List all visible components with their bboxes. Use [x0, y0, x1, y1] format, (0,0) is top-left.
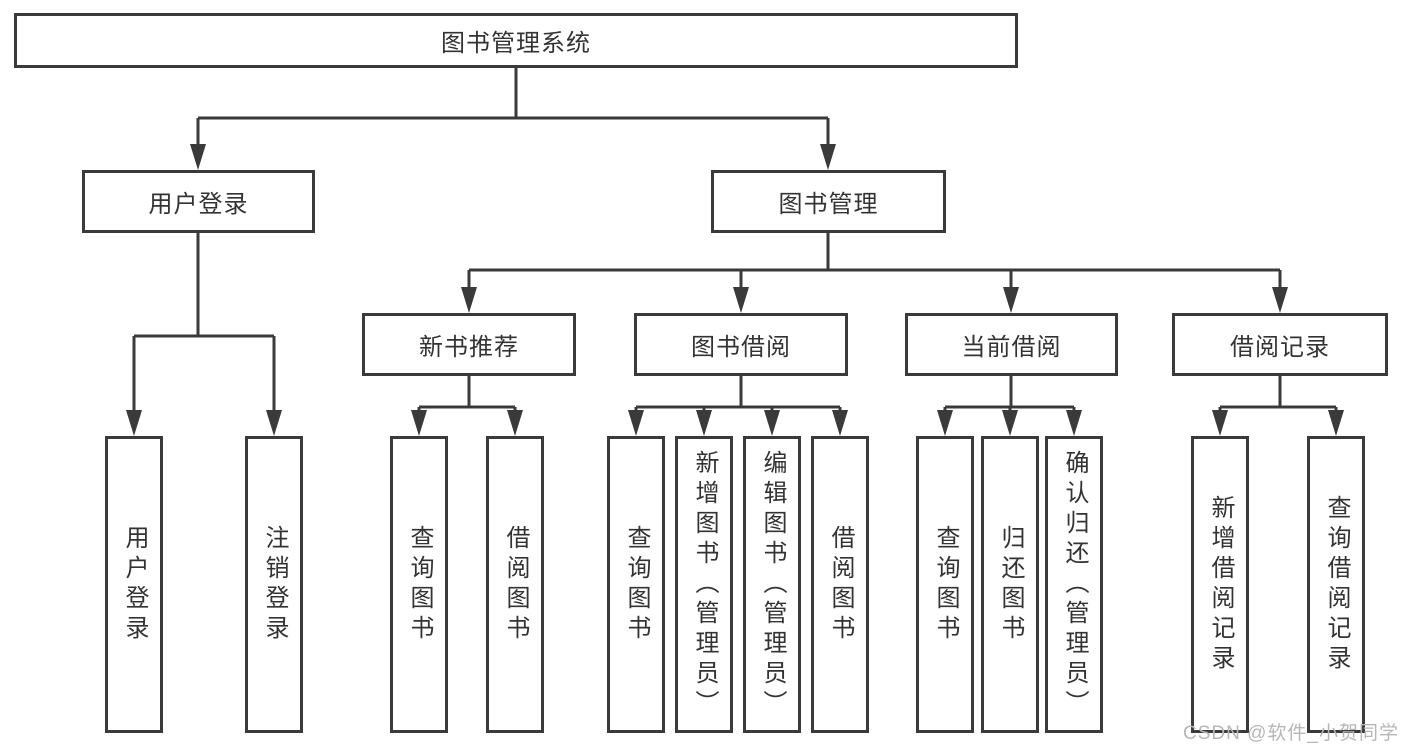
node-root: 图书管理系统 — [14, 13, 1018, 68]
leaf-user-login: 用户登录 — [105, 436, 163, 733]
leaf-confirm-return-admin: 确认归还（管理员） — [1045, 436, 1103, 733]
leaf-add-books-admin: 新增图书（管理员） — [675, 436, 733, 733]
leaf-query-books-recommend: 查询图书 — [390, 436, 448, 733]
leaf-borrow-books-borrow: 借阅图书 — [811, 436, 869, 733]
node-borrowing-records: 借阅记录 — [1172, 313, 1388, 376]
leaf-logout-login: 注销登录 — [245, 436, 303, 733]
leaf-edit-books-admin: 编辑图书（管理员） — [743, 436, 801, 733]
node-new-book-recommendation: 新书推荐 — [362, 313, 576, 376]
node-book-management: 图书管理 — [711, 170, 946, 233]
watermark: CSDN @软件_小贺同学 — [1183, 723, 1399, 744]
node-book-borrowing: 图书借阅 — [634, 313, 848, 376]
leaf-add-borrow-record: 新增借阅记录 — [1191, 436, 1249, 733]
node-user-login: 用户登录 — [82, 170, 315, 233]
node-current-borrowing: 当前借阅 — [905, 313, 1118, 376]
leaf-return-books: 归还图书 — [981, 436, 1039, 733]
leaf-borrow-books-recommend: 借阅图书 — [486, 436, 544, 733]
leaf-query-borrow-record: 查询借阅记录 — [1307, 436, 1365, 733]
leaf-query-books-current: 查询图书 — [916, 436, 974, 733]
leaf-query-books-borrow: 查询图书 — [607, 436, 665, 733]
